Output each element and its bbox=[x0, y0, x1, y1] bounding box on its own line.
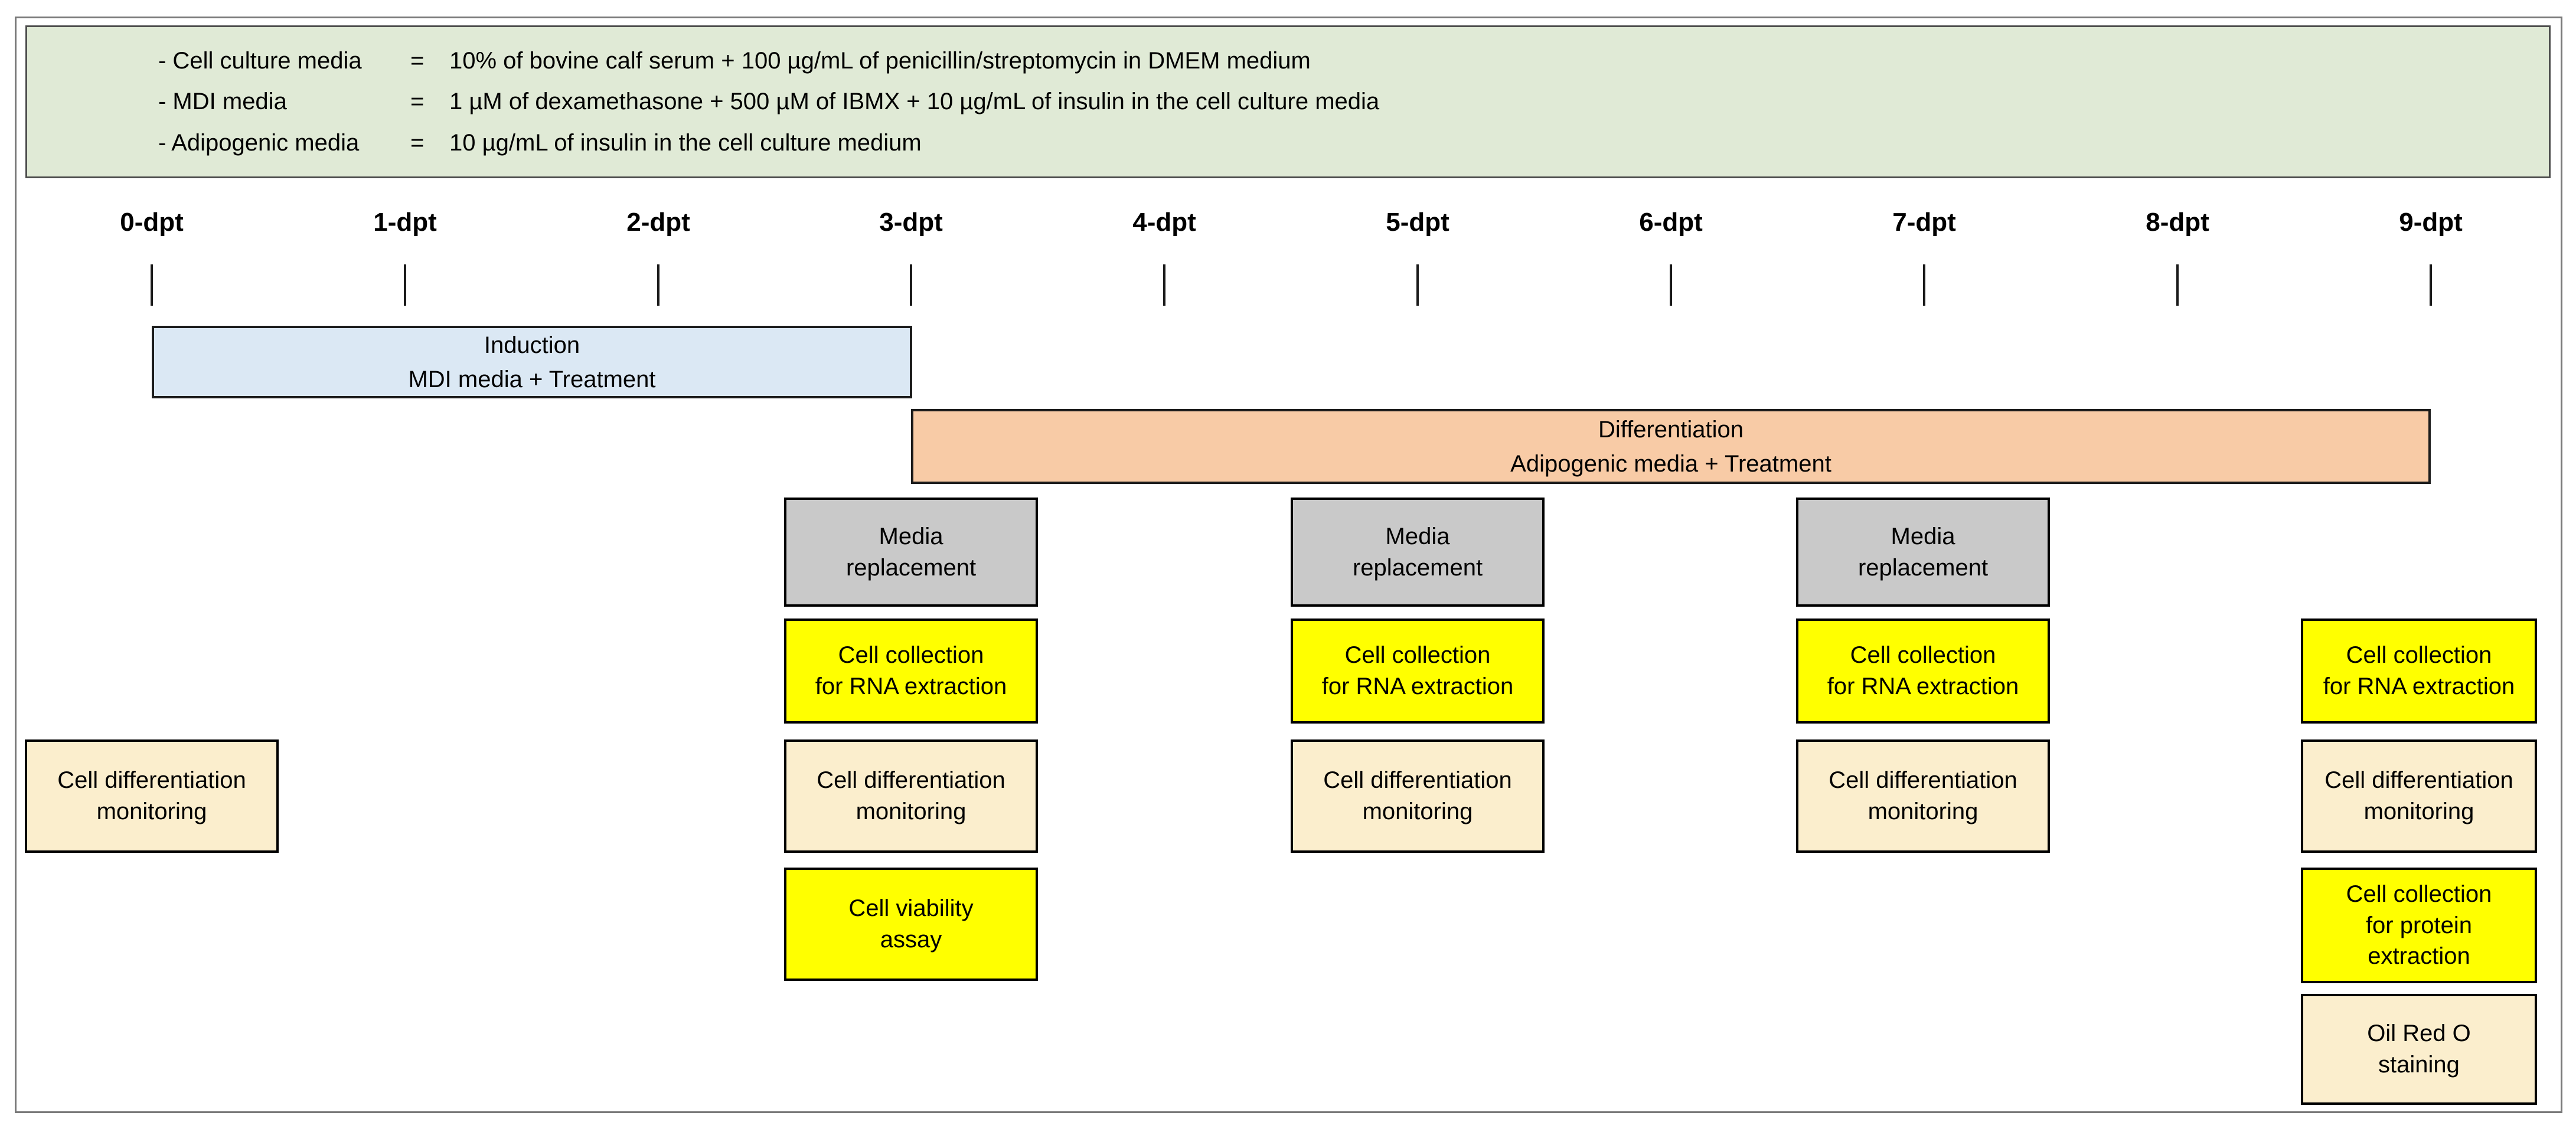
legend-label: - MDI media bbox=[158, 89, 287, 114]
tick-label-4dpt: 4-dpt bbox=[1132, 208, 1196, 237]
event-box-cell-differentiation-monitoring-7dpt: Cell differentiation monitoring bbox=[1796, 739, 2050, 853]
legend-equals: = bbox=[410, 47, 425, 74]
tick-label-2dpt: 2-dpt bbox=[626, 208, 690, 237]
legend-row-adipogenic-media: - Adipogenic media = 10 µg/mL of insulin… bbox=[158, 130, 2537, 156]
event-box-media-replacement-7dpt: Media replacement bbox=[1796, 498, 2050, 607]
event-box-cell-differentiation-monitoring-3dpt: Cell differentiation monitoring bbox=[784, 739, 1038, 853]
induction-phase-subtitle: MDI media + Treatment bbox=[408, 366, 656, 392]
event-box-cell-collection-rna-5dpt: Cell collection for RNA extraction bbox=[1291, 619, 1545, 724]
legend-label: - Cell culture media bbox=[158, 47, 362, 74]
legend-label: - Adipogenic media bbox=[158, 129, 360, 156]
tick-mark bbox=[404, 264, 406, 306]
legend-row-cell-culture-media: - Cell culture media = 10% of bovine cal… bbox=[158, 48, 2537, 74]
event-box-cell-differentiation-monitoring-9dpt: Cell differentiation monitoring bbox=[2301, 739, 2537, 853]
tick-mark bbox=[2176, 264, 2179, 306]
event-box-media-replacement-5dpt: Media replacement bbox=[1291, 498, 1545, 607]
tick-label-9dpt: 9-dpt bbox=[2399, 208, 2463, 237]
event-box-cell-differentiation-monitoring-5dpt: Cell differentiation monitoring bbox=[1291, 739, 1545, 853]
event-box-cell-collection-rna-3dpt: Cell collection for RNA extraction bbox=[784, 619, 1038, 724]
event-box-oil-red-o-staining-9dpt: Oil Red O staining bbox=[2301, 994, 2537, 1105]
event-box-media-replacement-3dpt: Media replacement bbox=[784, 498, 1038, 607]
tick-label-8dpt: 8-dpt bbox=[2146, 208, 2209, 237]
tick-mark bbox=[151, 264, 153, 306]
tick-mark bbox=[1923, 264, 1925, 306]
event-box-cell-collection-protein-9dpt: Cell collection for protein extraction bbox=[2301, 868, 2537, 983]
tick-mark bbox=[2430, 264, 2432, 306]
tick-mark bbox=[910, 264, 912, 306]
tick-label-7dpt: 7-dpt bbox=[1892, 208, 1956, 237]
event-box-cell-differentiation-monitoring-0dpt: Cell differentiation monitoring bbox=[25, 739, 279, 853]
event-box-cell-collection-rna-7dpt: Cell collection for RNA extraction bbox=[1796, 619, 2050, 724]
media-legend: - Cell culture media = 10% of bovine cal… bbox=[25, 25, 2551, 178]
legend-row-mdi-media: - MDI media = 1 µM of dexamethasone + 50… bbox=[158, 89, 2537, 115]
legend-description: 10% of bovine calf serum + 100 µg/mL of … bbox=[449, 47, 1311, 74]
tick-label-5dpt: 5-dpt bbox=[1386, 208, 1449, 237]
tick-label-0dpt: 0-dpt bbox=[120, 208, 184, 237]
induction-phase-bar: Induction MDI media + Treatment bbox=[152, 326, 912, 398]
legend-description: 1 µM of dexamethasone + 500 µM of IBMX +… bbox=[449, 89, 1380, 114]
induction-phase-title: Induction bbox=[484, 332, 580, 358]
tick-mark bbox=[1416, 264, 1419, 306]
differentiation-phase-title: Differentiation bbox=[1598, 416, 1744, 443]
tick-mark bbox=[1670, 264, 1672, 306]
legend-equals: = bbox=[410, 89, 425, 114]
legend-equals: = bbox=[410, 129, 425, 156]
tick-mark bbox=[657, 264, 659, 306]
legend-description: 10 µg/mL of insulin in the cell culture … bbox=[449, 129, 922, 156]
tick-mark bbox=[1163, 264, 1165, 306]
differentiation-phase-subtitle: Adipogenic media + Treatment bbox=[1510, 450, 1831, 477]
tick-label-6dpt: 6-dpt bbox=[1639, 208, 1703, 237]
figure-border bbox=[15, 17, 2562, 1113]
tick-label-3dpt: 3-dpt bbox=[879, 208, 943, 237]
event-box-cell-collection-rna-9dpt: Cell collection for RNA extraction bbox=[2301, 619, 2537, 724]
differentiation-phase-bar: Differentiation Adipogenic media + Treat… bbox=[911, 409, 2431, 484]
event-box-cell-viability-assay-3dpt: Cell viability assay bbox=[784, 868, 1038, 981]
tick-label-1dpt: 1-dpt bbox=[373, 208, 437, 237]
